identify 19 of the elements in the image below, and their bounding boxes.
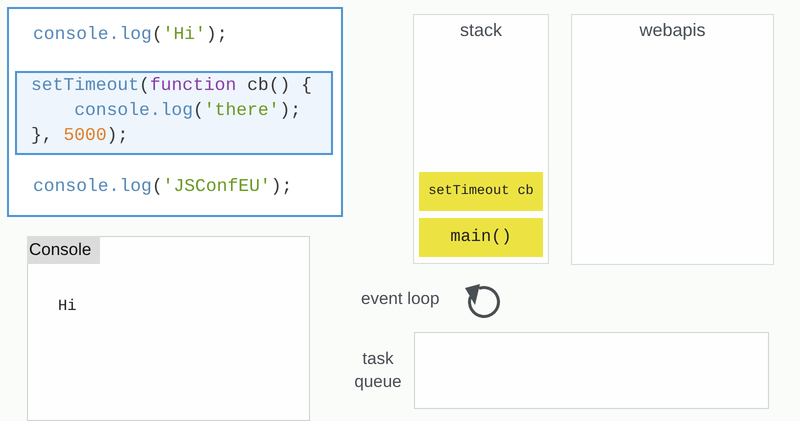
panel-heading: stack [458,20,503,41]
console-panel [27,236,310,421]
stack-frame: setTimeout cb [419,172,543,211]
console-header: Console [27,236,100,264]
task-queue-box [414,332,769,409]
code-panel [7,7,343,217]
code-line: console.log('Hi'); [33,24,228,46]
code-line: console.log('JSConfEU'); [33,176,292,198]
queue-label: task queue [353,348,403,393]
webapis-panel [571,14,774,265]
highlighted-code-block [15,71,333,155]
stack-panel [413,14,549,264]
panel-heading: webapis [638,20,707,41]
code-line: setTimeout(function cb() { [31,75,312,97]
code-line: console.log('there'); [74,100,302,122]
console-output: Hi [58,297,77,315]
event-loop-label: event loop [361,289,440,309]
code-line: }, 5000); [31,125,128,147]
stack-frame: main() [419,218,543,257]
